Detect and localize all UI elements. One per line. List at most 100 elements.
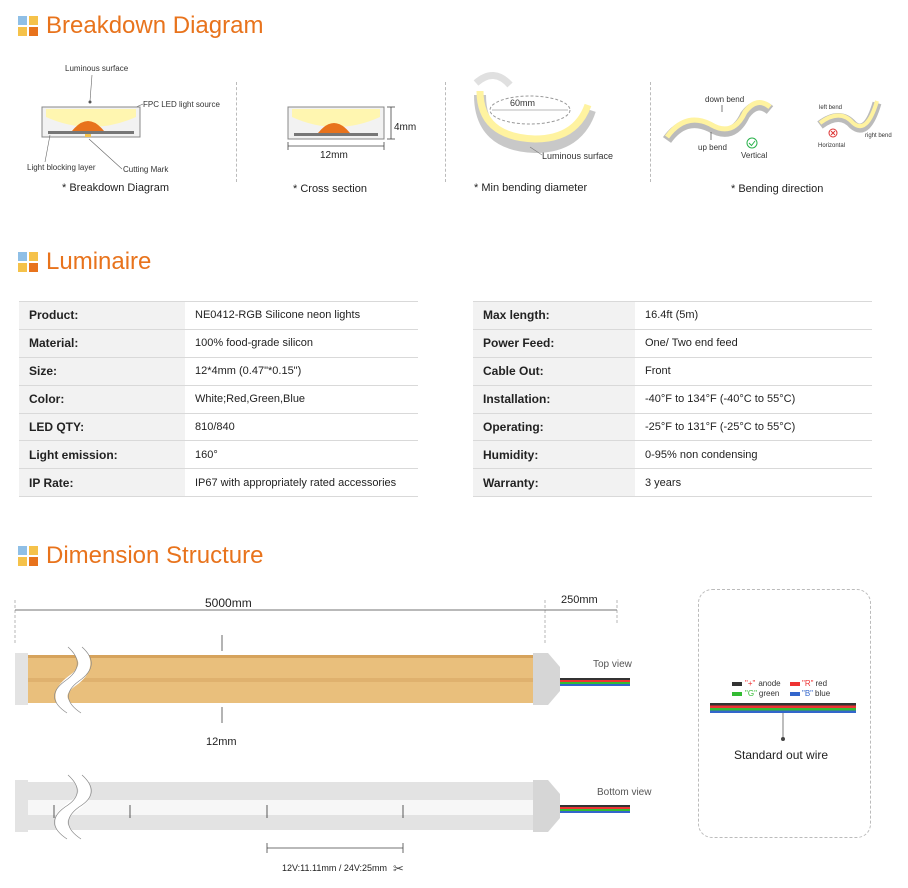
spec-value: 0-95% non condensing <box>635 440 872 470</box>
section-title-text: Luminaire <box>46 248 152 275</box>
label-luminous-surface: Luminous surface <box>65 64 129 73</box>
spec-key: Light emission: <box>19 440 185 470</box>
spec-key: Operating: <box>473 413 635 442</box>
spec-key: Installation: <box>473 385 635 414</box>
cutting-mark <box>85 134 91 137</box>
bending-direction-diagram: down bend up bend Vertical left bend rig… <box>662 95 892 195</box>
dimension-drawing: 5000mm 250mm 12mm Top view Bottom view 1… <box>14 594 652 877</box>
legend-anode: anode <box>758 679 781 688</box>
table-row: Material:100% food-grade silicon <box>19 329 418 358</box>
wires-bottom <box>560 805 630 813</box>
led-dome <box>72 121 104 131</box>
dim-cut-unit: 12V:11.11mm / 24V:25mm <box>282 863 387 873</box>
caption-min-bend: * Min bending diameter <box>474 182 587 194</box>
dim-strip-width: 12mm <box>206 736 237 748</box>
label-right-bend: right bend <box>865 133 892 139</box>
spec-value: 810/840 <box>185 413 418 442</box>
table-row: Size:12*4mm (0.47"*0.15") <box>19 357 418 386</box>
spec-value: IP67 with appropriately rated accessorie… <box>185 468 418 498</box>
section-title-breakdown: Breakdown Diagram <box>18 12 263 40</box>
spec-key: LED QTY: <box>19 413 185 442</box>
label-fpc: FPC LED light source <box>143 100 220 109</box>
cross-icon <box>828 128 838 138</box>
spec-key: Humidity: <box>473 440 635 470</box>
table-row: Installation:-40°F to 134°F (-40°C to 55… <box>473 385 872 414</box>
section-icon <box>18 252 38 272</box>
table-row: LED QTY:810/840 <box>19 413 418 442</box>
section-icon <box>18 16 38 36</box>
label-top-view: Top view <box>593 659 633 670</box>
spec-key: Power Feed: <box>473 329 635 358</box>
table-row: Humidity:0-95% non condensing <box>473 440 872 470</box>
caption-direction: * Bending direction <box>731 183 823 195</box>
dim-wire-length: 250mm <box>561 594 598 606</box>
label-bottom-view: Bottom view <box>597 787 652 798</box>
cross-section-diagram: 4mm 12mm * Cross section <box>287 106 416 195</box>
divider <box>650 82 651 182</box>
caption-cross: * Cross section <box>293 183 367 195</box>
wire-legend: "+"anode "R"red "G"green "B"blue Standar… <box>710 679 856 762</box>
table-row: Light emission:160° <box>19 440 418 470</box>
spec-key: Material: <box>19 329 185 358</box>
spec-value: 3 years <box>635 468 872 498</box>
spec-value: 160° <box>185 440 418 470</box>
spec-table-right: Max length:16.4ft (5m) Power Feed:One/ T… <box>473 301 872 498</box>
dim-diameter: 60mm <box>510 98 535 108</box>
legend-red: red <box>815 679 827 688</box>
label-vertical: Vertical <box>741 151 767 160</box>
fpc-board <box>48 131 134 134</box>
label-cutting-mark: Cutting Mark <box>123 165 169 174</box>
svg-text:"+"anode: "+"anode <box>745 679 781 688</box>
spec-key: IP Rate: <box>19 468 185 498</box>
spec-table-left: Product:NE0412-RGB Silicone neon lights … <box>19 301 418 498</box>
spec-value: Front <box>635 357 872 386</box>
table-row: Max length:16.4ft (5m) <box>473 301 872 330</box>
label-down-bend: down bend <box>705 95 744 104</box>
dim-length: 5000mm <box>205 596 252 610</box>
svg-text:"B"blue: "B"blue <box>802 689 831 698</box>
spec-value: One/ Two end feed <box>635 329 872 358</box>
dim-width: 12mm <box>320 150 348 161</box>
svg-text:"G"green: "G"green <box>745 689 779 698</box>
section-title-dimension: Dimension Structure <box>18 542 263 570</box>
spec-value: White;Red,Green,Blue <box>185 385 418 414</box>
glow-surface <box>46 109 136 127</box>
section-title-luminaire: Luminaire <box>18 248 151 276</box>
table-row: Warranty:3 years <box>473 468 872 498</box>
check-icon <box>746 137 758 149</box>
label-luminous-surface-2: Luminous surface <box>542 151 613 161</box>
table-row: Product:NE0412-RGB Silicone neon lights <box>19 301 418 330</box>
label-light-blocking: Light blocking layer <box>27 163 96 172</box>
table-row: Operating:-25°F to 131°F (-25°C to 55°C) <box>473 413 872 442</box>
legend-green-q: "G" <box>745 689 757 698</box>
spec-value: 12*4mm (0.47"*0.15") <box>185 357 418 386</box>
breakdown-diagram: Luminous surface FPC LED light source Li… <box>27 64 220 194</box>
svg-text:"R"red: "R"red <box>802 679 827 688</box>
spec-key: Max length: <box>473 301 635 330</box>
caption-breakdown: * Breakdown Diagram <box>62 182 169 194</box>
scissors-icon: ✂ <box>393 862 404 877</box>
section-title-text: Breakdown Diagram <box>46 12 264 39</box>
spec-value: -40°F to 134°F (-40°C to 55°C) <box>635 385 872 414</box>
label-horizontal: Horizontal <box>818 143 845 149</box>
dim-height: 4mm <box>394 122 416 133</box>
table-row: IP Rate:IP67 with appropriately rated ac… <box>19 468 418 498</box>
table-row: Power Feed:One/ Two end feed <box>473 329 872 358</box>
spec-value: -25°F to 131°F (-25°C to 55°C) <box>635 413 872 442</box>
wires-top <box>560 678 630 686</box>
standard-wire-bundle <box>710 703 856 713</box>
spec-key: Size: <box>19 357 185 386</box>
spec-key: Color: <box>19 385 185 414</box>
legend-red-q: "R" <box>802 679 814 688</box>
legend-blue: blue <box>815 689 831 698</box>
label-up-bend: up bend <box>698 143 727 152</box>
spec-value: 16.4ft (5m) <box>635 301 872 330</box>
label-standard-wire: Standard out wire <box>734 748 828 762</box>
wire-legend-box <box>698 589 871 838</box>
section-title-text: Dimension Structure <box>46 542 264 569</box>
table-row: Cable Out:Front <box>473 357 872 386</box>
spec-key: Cable Out: <box>473 357 635 386</box>
spec-key: Product: <box>19 301 185 330</box>
section-icon <box>18 546 38 566</box>
table-row: Color:White;Red,Green,Blue <box>19 385 418 414</box>
